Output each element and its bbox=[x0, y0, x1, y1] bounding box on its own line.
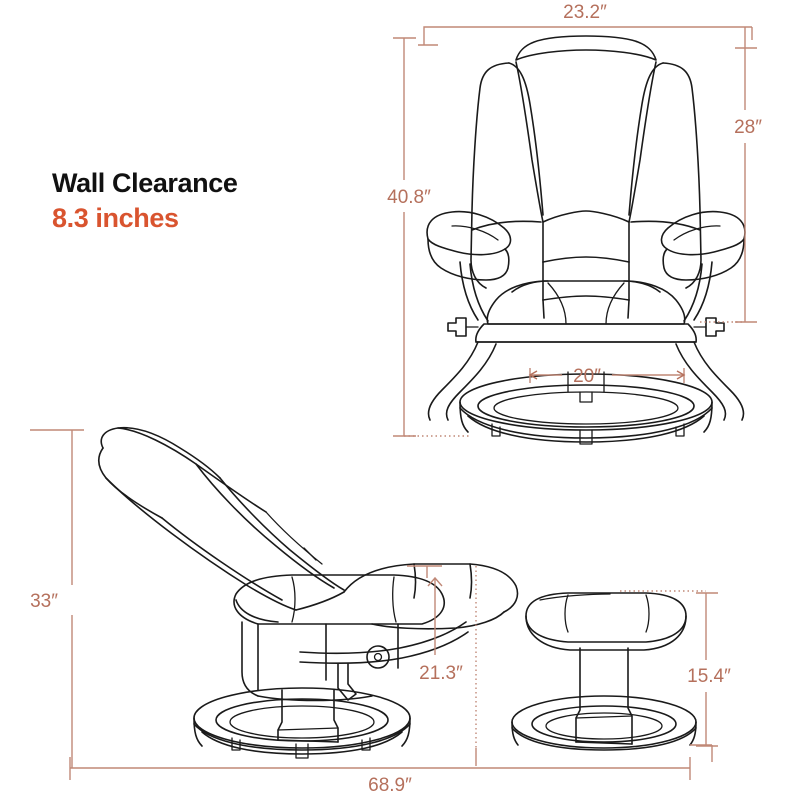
dimension-height-40_8: 40.8″ bbox=[387, 37, 470, 437]
dimension-label-back-height: 28″ bbox=[734, 117, 762, 138]
side-view-ottoman bbox=[511, 592, 697, 751]
dimension-group-front-view: 23.2″ 40.8″ 28″ bbox=[387, 2, 762, 437]
dimension-label-ottoman-height: 15.4″ bbox=[687, 666, 731, 687]
dimension-width-20: 20″ bbox=[528, 366, 686, 387]
dimension-label-seat-height: 21.3″ bbox=[419, 663, 463, 684]
dimension-height-28: 28″ bbox=[700, 47, 762, 323]
dimension-group-side-views: 33″ 21.3″ 15.4″ bbox=[30, 429, 731, 796]
dimension-label-height: 40.8″ bbox=[387, 187, 431, 208]
wall-clearance-callout: Wall Clearance 8.3 inches bbox=[52, 168, 352, 234]
side-view-reclined-chair bbox=[97, 426, 519, 759]
dimension-height-33: 33″ bbox=[30, 429, 84, 768]
dimension-height-15_4: 15.4″ bbox=[620, 590, 731, 747]
dimension-width-23_2: 23.2″ bbox=[418, 2, 753, 48]
dimension-length-68_9: 68.9″ bbox=[69, 744, 713, 796]
wall-clearance-value: 8.3 inches bbox=[52, 202, 179, 233]
wall-clearance-title: Wall Clearance bbox=[52, 168, 238, 198]
dimension-height-21_3: 21.3″ bbox=[407, 565, 477, 766]
front-view-chair bbox=[426, 35, 746, 445]
dimension-label-width: 23.2″ bbox=[563, 2, 607, 23]
dimension-label-reclined-height: 33″ bbox=[30, 591, 58, 612]
dimension-label-total-length: 68.9″ bbox=[368, 775, 412, 796]
dimension-label-base-width: 20″ bbox=[573, 366, 601, 387]
